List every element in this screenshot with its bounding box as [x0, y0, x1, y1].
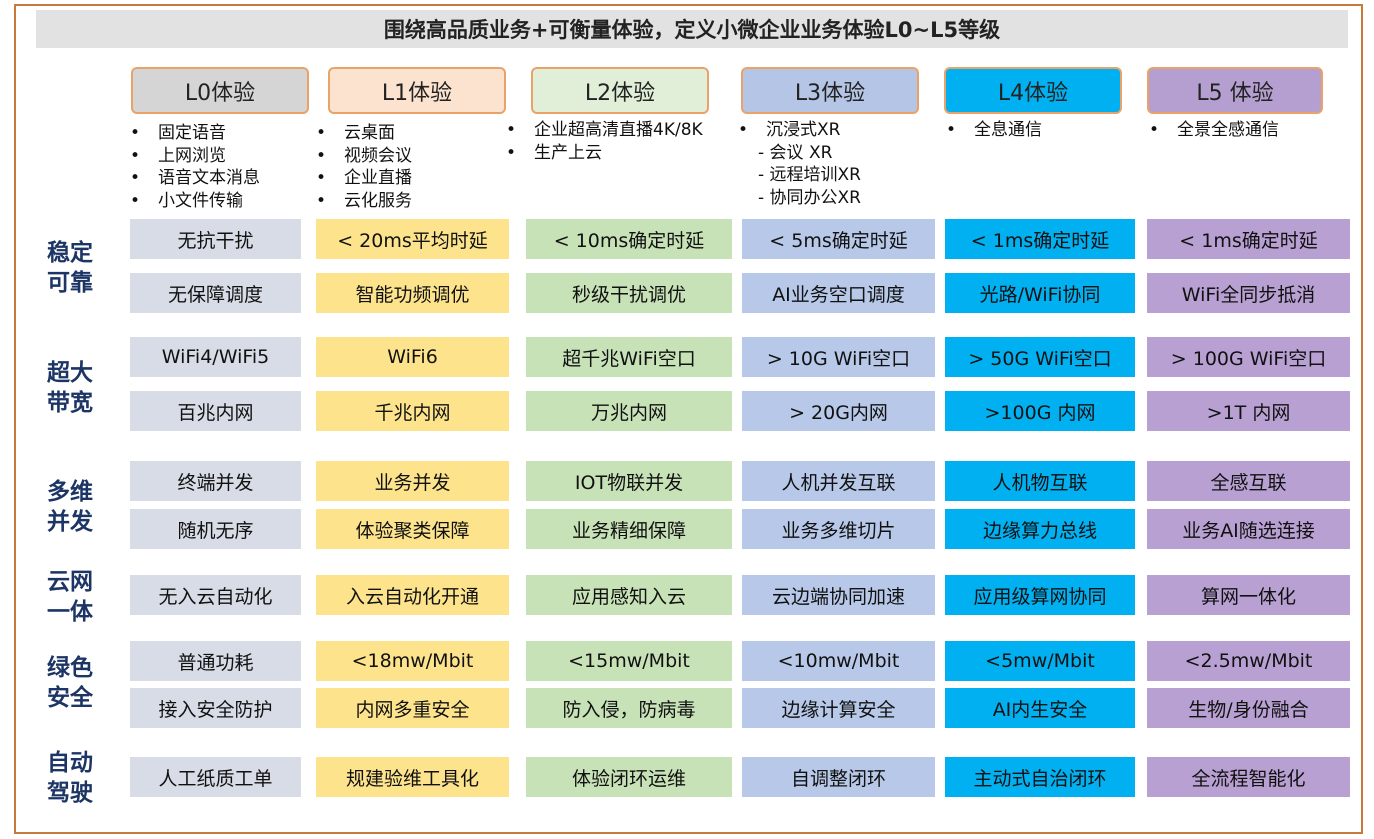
metric-cell: 业务多维切片 [742, 509, 935, 549]
metric-cell: 自调整闭环 [742, 757, 935, 797]
level-header-l2: L2体验 [531, 67, 709, 114]
level-apps-l0: 固定语音上网浏览语音文本消息小文件传输 [130, 122, 260, 212]
metric-cell: 随机无序 [130, 509, 301, 549]
app-list-item: 全景全感通信 [1149, 119, 1279, 142]
metric-cell: 业务精细保障 [526, 509, 732, 549]
app-list-item: 企业直播 [316, 167, 412, 190]
app-sub-item: - 远程培训XR [758, 165, 861, 185]
app-list-item: 企业超高清直播4K/8K [506, 119, 703, 142]
metric-cell: 应用感知入云 [526, 575, 732, 615]
metric-cell: 全流程智能化 [1147, 757, 1350, 797]
metric-cell: 无入云自动化 [130, 575, 301, 615]
metric-cell: 智能功频调优 [316, 273, 509, 313]
metric-cell: <10mw/Mbit [742, 641, 935, 681]
metric-cell: < 1ms确定时延 [945, 219, 1135, 259]
metric-cell: 人机并发互联 [742, 461, 935, 501]
metric-cell: 万兆内网 [526, 391, 732, 431]
app-list-item: 固定语音 [130, 122, 260, 145]
app-list-item: 全息通信 [946, 119, 1042, 142]
metric-cell: <5mw/Mbit [945, 641, 1135, 681]
metric-cell: 业务并发 [316, 461, 509, 501]
category-label: 多维并发 [47, 479, 93, 535]
metric-cell: 终端并发 [130, 461, 301, 501]
metric-cell: 边缘算力总线 [945, 509, 1135, 549]
metric-cell: 主动式自治闭环 [945, 757, 1135, 797]
metric-cell: 防入侵，防病毒 [526, 688, 732, 728]
metric-cell: 无保障调度 [130, 273, 301, 313]
metric-cell: 人工纸质工单 [130, 757, 301, 797]
app-sub-item: - 会议 XR [758, 142, 833, 163]
metric-cell: 算网一体化 [1147, 575, 1350, 615]
metric-cell: 超千兆WiFi空口 [526, 337, 732, 377]
metric-cell: 全感互联 [1147, 461, 1350, 501]
metric-cell: 内网多重安全 [316, 688, 509, 728]
app-list-item: 语音文本消息 [130, 167, 260, 190]
level-header-l3: L3体验 [741, 67, 919, 114]
metric-cell: <18mw/Mbit [316, 641, 509, 681]
app-list-item: 云桌面 [316, 122, 412, 145]
app-list-item: 云化服务 [316, 190, 412, 213]
level-header-l1: L1体验 [328, 67, 506, 114]
metric-cell: 应用级算网协同 [945, 575, 1135, 615]
metric-cell: 光路/WiFi协同 [945, 273, 1135, 313]
category-label: 超大带宽 [47, 360, 93, 416]
level-apps-l5: 全景全感通信 [1149, 119, 1279, 142]
metric-cell: < 1ms确定时延 [1147, 219, 1350, 259]
metric-cell: < 10ms确定时延 [526, 219, 732, 259]
category-label: 云网一体 [47, 569, 93, 625]
metric-cell: 入云自动化开通 [316, 575, 509, 615]
metric-cell: 秒级干扰调优 [526, 273, 732, 313]
metric-cell: > 100G WiFi空口 [1147, 337, 1350, 377]
level-apps-l2: 企业超高清直播4K/8K生产上云 [506, 119, 703, 164]
app-list-item: 沉浸式XR [738, 119, 861, 142]
app-list-item: 小文件传输 [130, 190, 260, 213]
metric-cell: 业务AI随选连接 [1147, 509, 1350, 549]
metric-cell: > 10G WiFi空口 [742, 337, 935, 377]
level-header-l0: L0体验 [131, 67, 309, 114]
metric-cell: IOT物联并发 [526, 461, 732, 501]
metric-cell: AI内生安全 [945, 688, 1135, 728]
metric-cell: WiFi4/WiFi5 [130, 337, 301, 377]
metric-cell: > 50G WiFi空口 [945, 337, 1135, 377]
app-list-item: 上网浏览 [130, 145, 260, 168]
page-title: 围绕高品质业务+可衡量体验，定义小微企业业务体验L0~L5等级 [36, 10, 1348, 48]
metric-cell: <2.5mw/Mbit [1147, 641, 1350, 681]
level-apps-l1: 云桌面视频会议企业直播云化服务 [316, 122, 412, 212]
category-label: 稳定可靠 [47, 240, 93, 296]
metric-cell: 无抗干扰 [130, 219, 301, 259]
level-header-l4: L4体验 [944, 67, 1122, 114]
metric-cell: 规建验维工具化 [316, 757, 509, 797]
metric-cell: 生物/身份融合 [1147, 688, 1350, 728]
level-apps-l4: 全息通信 [946, 119, 1042, 142]
level-apps-l3: 沉浸式XR- 会议 XR- 远程培训XR- 协同办公XR [738, 119, 861, 209]
metric-cell: AI业务空口调度 [742, 273, 935, 313]
app-sub-item: - 协同办公XR [758, 187, 861, 208]
app-list-item: 视频会议 [316, 145, 412, 168]
metric-cell: > 20G内网 [742, 391, 935, 431]
metric-cell: >100G 内网 [945, 391, 1135, 431]
metric-cell: 体验聚类保障 [316, 509, 509, 549]
category-label: 绿色安全 [47, 655, 93, 711]
level-header-l5: L5 体验 [1147, 67, 1323, 114]
metric-cell: 接入安全防护 [130, 688, 301, 728]
metric-cell: < 5ms确定时延 [742, 219, 935, 259]
metric-cell: WiFi全同步抵消 [1147, 273, 1350, 313]
metric-cell: 云边端协同加速 [742, 575, 935, 615]
page-frame [14, 4, 1363, 834]
metric-cell: 体验闭环运维 [526, 757, 732, 797]
metric-cell: 人机物互联 [945, 461, 1135, 501]
metric-cell: WiFi6 [316, 337, 509, 377]
metric-cell: < 20ms平均时延 [316, 219, 509, 259]
metric-cell: 边缘计算安全 [742, 688, 935, 728]
metric-cell: 普通功耗 [130, 641, 301, 681]
category-label: 自动驾驶 [47, 750, 93, 806]
metric-cell: >1T 内网 [1147, 391, 1350, 431]
metric-cell: 千兆内网 [316, 391, 509, 431]
metric-cell: 百兆内网 [130, 391, 301, 431]
metric-cell: <15mw/Mbit [526, 641, 732, 681]
app-list-item: 生产上云 [506, 142, 703, 165]
